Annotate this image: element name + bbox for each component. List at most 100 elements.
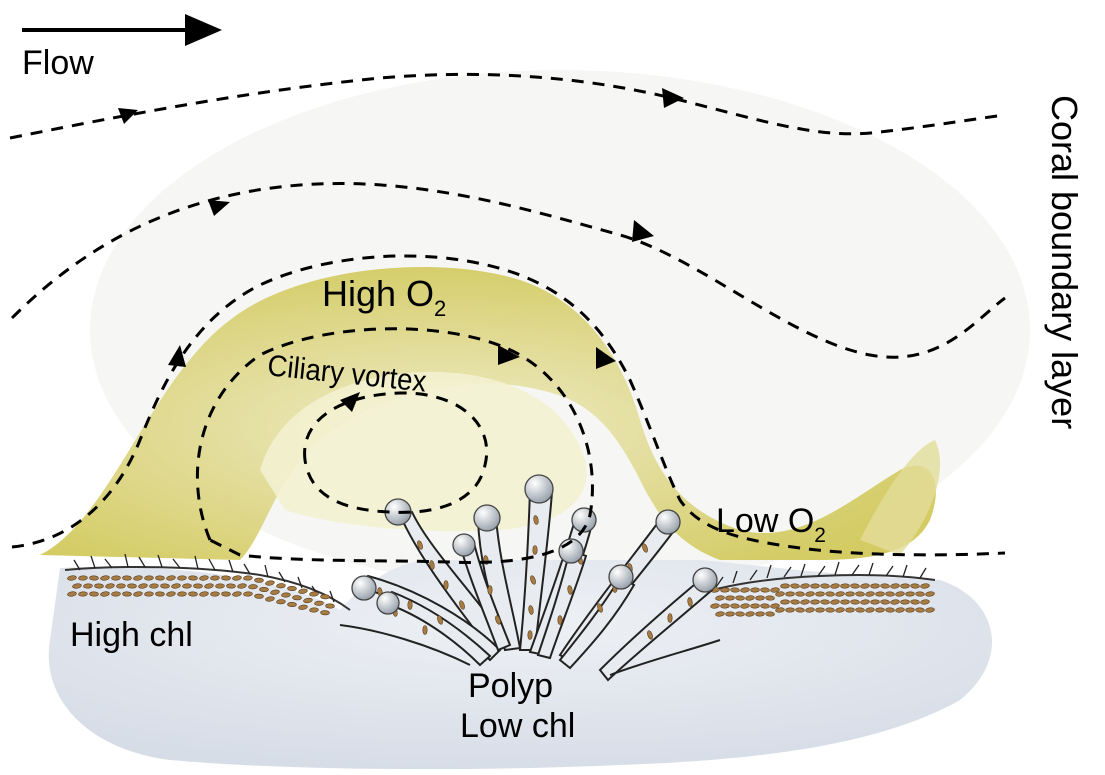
chlorophyll-dot xyxy=(248,584,258,590)
chlorophyll-dot xyxy=(232,591,242,597)
chlorophyll-dot xyxy=(133,575,143,581)
chlorophyll-dot xyxy=(725,611,735,617)
chlorophyll-dot xyxy=(105,583,115,589)
chlorophyll-dot xyxy=(597,603,603,613)
chlorophyll-dot xyxy=(527,630,533,640)
tentacle-tip xyxy=(452,533,476,557)
chlorophyll-dot xyxy=(199,575,209,581)
chlorophyll-dot xyxy=(78,575,88,581)
chlorophyll-dot xyxy=(880,599,890,605)
high-chl-label: High chl xyxy=(70,616,193,654)
chlorophyll-dot xyxy=(437,615,443,625)
chlorophyll-dot xyxy=(820,599,830,605)
chlorophyll-dot xyxy=(642,543,648,553)
oxygen-plume xyxy=(40,267,936,560)
polyp xyxy=(358,488,714,682)
polyp-label: Polyp xyxy=(468,667,553,705)
chlorophyll-dot xyxy=(422,625,428,635)
chlorophyll-dot xyxy=(287,601,297,608)
chlorophyll-dot xyxy=(193,583,203,589)
chlorophyll-dot xyxy=(815,591,825,597)
chlorophyll-dot xyxy=(221,591,231,597)
chlorophyll-dot xyxy=(870,599,880,605)
chlorophyll-dot xyxy=(765,611,775,617)
chlorophyll-dot xyxy=(730,587,740,593)
chlorophyll-dot xyxy=(735,611,745,617)
chlorophyll-dot xyxy=(715,595,725,601)
chlorophyll-dot xyxy=(720,587,730,593)
chlorophyll-dot xyxy=(750,603,760,609)
chlorophyll-dot xyxy=(875,591,885,597)
chlorophyll-dot xyxy=(860,599,870,605)
chlorophyll-dot xyxy=(740,587,750,593)
chlorophyll-dot xyxy=(309,607,319,613)
chlorophyll-dot xyxy=(122,575,132,581)
chlorophyll-dot xyxy=(122,591,132,597)
chlorophyll-dot xyxy=(820,583,830,589)
chlorophyll-dot xyxy=(166,575,176,581)
chlorophyll-dot xyxy=(795,607,805,613)
chlorophyll-dot xyxy=(805,591,815,597)
chlorophyll-dot xyxy=(78,591,88,597)
chlorophyll-dot xyxy=(557,615,563,625)
chlorophyll-dot xyxy=(232,575,242,581)
chlorophyll-dot xyxy=(259,586,269,593)
chlorophyll-dot xyxy=(133,591,143,597)
chlorophyll-dot xyxy=(870,583,880,589)
chlorophyll-dot xyxy=(567,585,573,595)
low-o2-subscript: 2 xyxy=(814,524,826,547)
chlorophyll-dot xyxy=(915,607,925,613)
chlorophyll-dot xyxy=(750,587,760,593)
chlorophyll-dot xyxy=(89,575,99,581)
chlorophyll-dot xyxy=(127,583,137,589)
chlorophyll-dot xyxy=(745,611,755,617)
chlorophyll-dot xyxy=(925,591,935,597)
chlorophyll-dot xyxy=(785,607,795,613)
chlorophyll-dot xyxy=(314,600,324,606)
chlorophyll-dot xyxy=(895,591,905,597)
chlorophyll-dot xyxy=(210,591,220,597)
vortex-inner xyxy=(303,391,489,514)
chlorophyll-dot xyxy=(149,583,159,589)
coral-boundary-layer-label: Coral boundary layer xyxy=(1044,95,1085,429)
chlorophyll-dot xyxy=(199,591,209,597)
chlorophyll-dot xyxy=(890,599,900,605)
chlorophyll-dot xyxy=(790,599,800,605)
chlorophyll-dot xyxy=(144,591,154,597)
chlorophyll-dot xyxy=(760,587,770,593)
arrowhead xyxy=(498,345,520,365)
chlorophyll-dot xyxy=(243,575,253,581)
chlorophyll-dot xyxy=(89,591,99,597)
flow-arrow xyxy=(22,14,222,46)
streamline-plume xyxy=(11,254,1006,557)
tentacle-tip xyxy=(351,575,377,601)
chlorophyll-dot xyxy=(825,607,835,613)
chlorophyll-dot xyxy=(443,580,449,590)
chlorophyll-dot xyxy=(487,585,493,595)
chlorophyll-dot xyxy=(710,603,720,609)
chlorophyll-dot xyxy=(815,607,825,613)
chlorophyll-dot xyxy=(177,575,187,581)
chlorophyll-dot xyxy=(720,603,730,609)
chlorophyll-dot xyxy=(890,583,900,589)
chlorophyll-dot xyxy=(735,595,745,601)
chlorophyll-dot xyxy=(188,591,198,597)
chlorophyll-dot xyxy=(111,575,121,581)
chlorophyll-dot xyxy=(177,591,187,597)
chlorophyll-dot xyxy=(920,599,930,605)
chlorophyll-dot xyxy=(188,575,198,581)
chlorophyll-dot xyxy=(755,595,765,601)
chlorophyll-dot xyxy=(900,599,910,605)
chlorophyll-dot xyxy=(94,583,104,589)
chlorophyll-dot xyxy=(860,583,870,589)
chlorophyll-dot xyxy=(845,591,855,597)
chlorophyll-dot xyxy=(790,583,800,589)
streamline-second xyxy=(10,182,1006,359)
chlorophyll-dot xyxy=(840,599,850,605)
chlorophyll-dot xyxy=(905,591,915,597)
chlorophyll-dot xyxy=(72,583,82,589)
arrowhead xyxy=(340,392,360,412)
chlorophyll-dot xyxy=(765,595,775,601)
chlorophyll-dot xyxy=(760,603,770,609)
